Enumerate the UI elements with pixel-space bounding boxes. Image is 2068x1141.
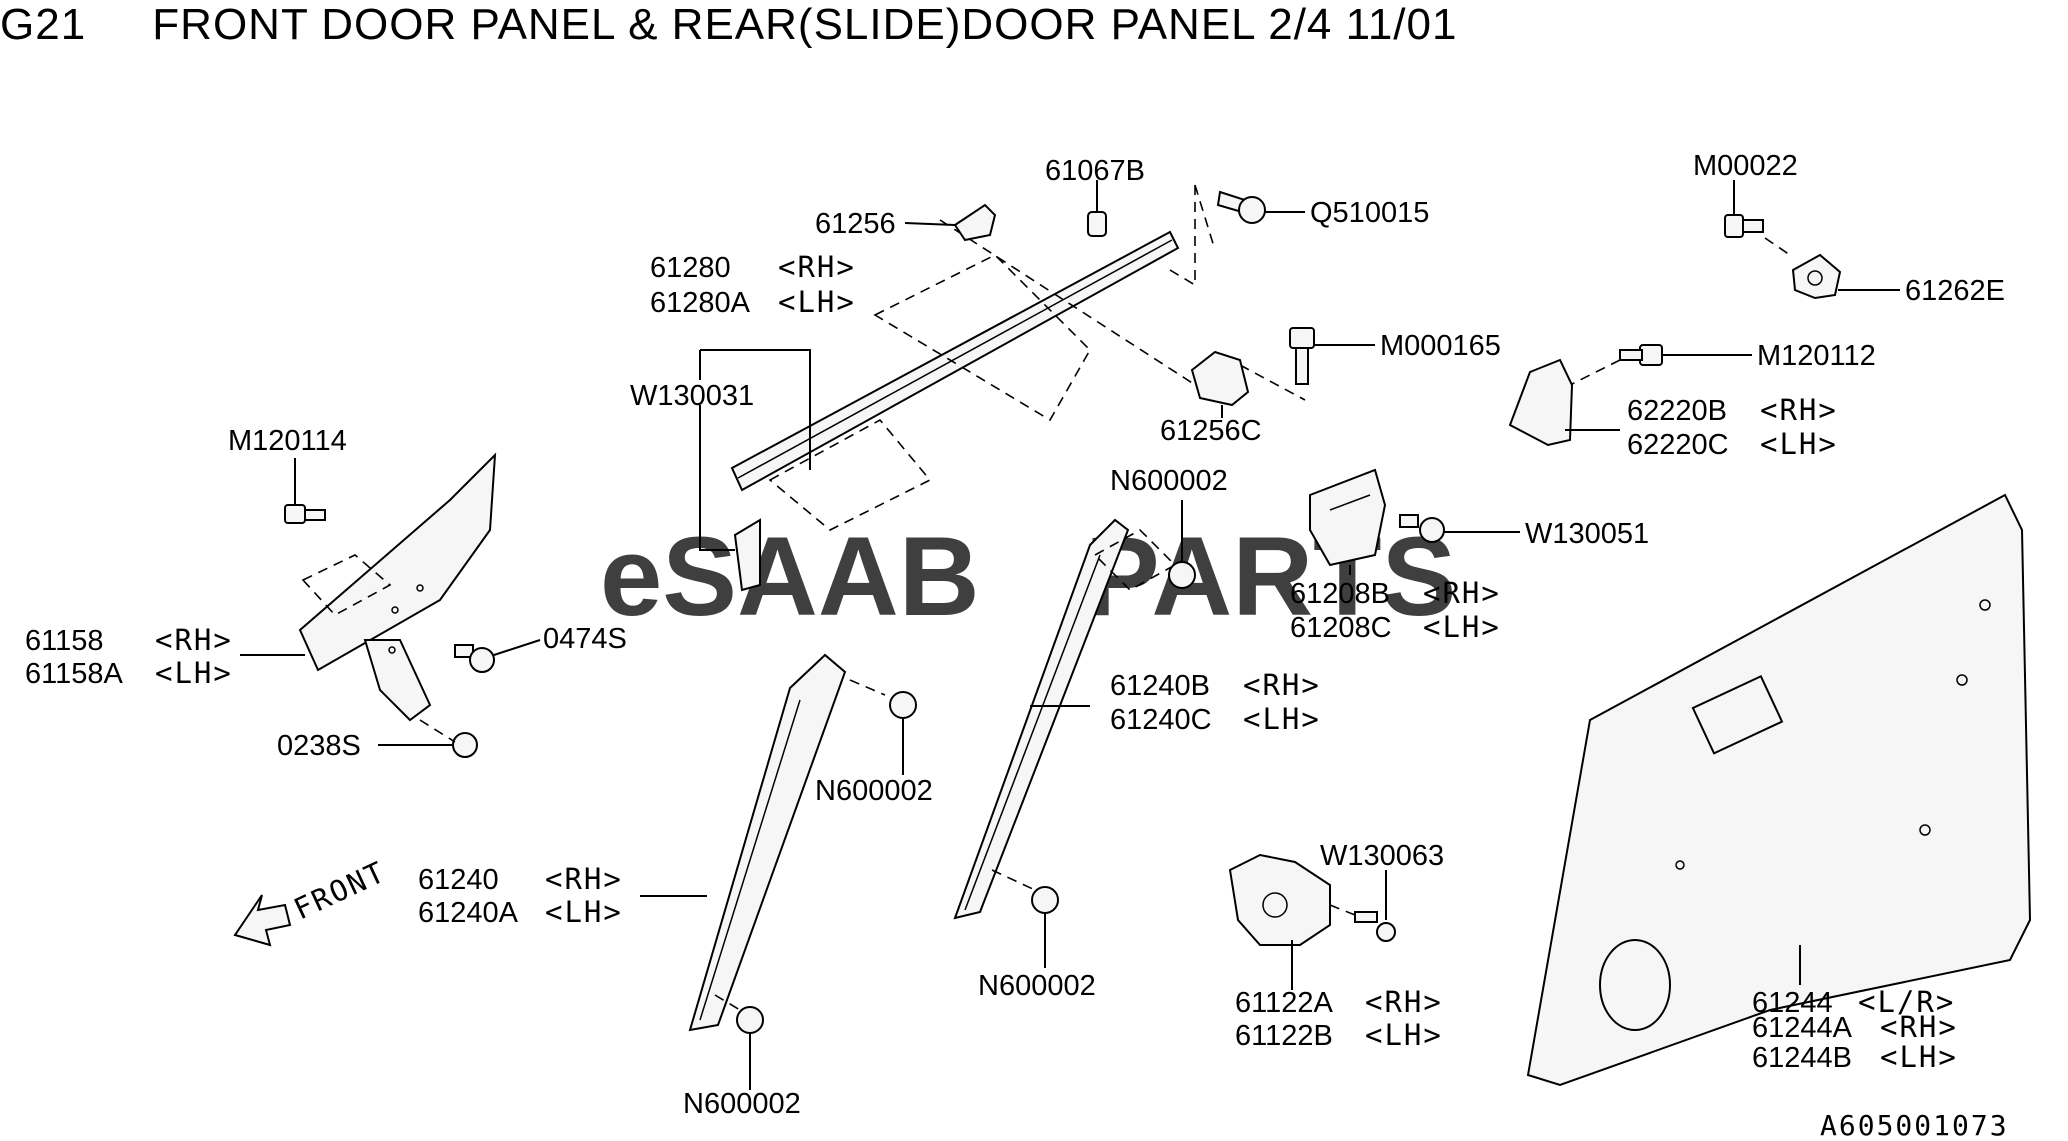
- diagram-title: G21 FRONT DOOR PANEL & REAR(SLIDE)DOOR P…: [0, 0, 1457, 50]
- label-61240A-side: <LH>: [545, 895, 623, 929]
- label-61244B-side: <LH>: [1880, 1040, 1958, 1074]
- label-61244-side: <L/R>: [1858, 985, 1955, 1019]
- label-N600002-bottom: N600002: [683, 1088, 801, 1120]
- label-61122A: 61122A: [1235, 987, 1333, 1019]
- label-M000165: M000165: [1380, 330, 1501, 362]
- label-N600002-right: N600002: [978, 970, 1096, 1002]
- label-0474S: 0474S: [543, 623, 627, 655]
- label-61208C-side: <LH>: [1423, 610, 1501, 644]
- label-62220B-side: <RH>: [1760, 393, 1838, 427]
- label-61208B: 61208B: [1290, 578, 1390, 610]
- label-61158: 61158: [25, 625, 104, 657]
- label-61158-side: <RH>: [155, 623, 233, 657]
- label-61240: 61240: [418, 864, 499, 896]
- diagram-title-text: FRONT DOOR PANEL & REAR(SLIDE)DOOR PANEL…: [152, 0, 1458, 49]
- label-61158A-side: <LH>: [155, 656, 233, 690]
- label-61208C: 61208C: [1290, 612, 1392, 644]
- screws-0474S-0238S: [378, 639, 541, 758]
- label-61244B: 61244B: [1752, 1042, 1852, 1074]
- label-61158A: 61158A: [25, 658, 123, 690]
- label-62220B: 62220B: [1627, 395, 1727, 427]
- label-61240B: 61240B: [1110, 670, 1210, 702]
- nut-61067B: [1087, 180, 1107, 237]
- bracket-61208: [1309, 468, 1520, 575]
- label-W130031: W130031: [630, 380, 754, 412]
- bracket-61262E: [1724, 180, 1900, 300]
- label-61244A-side: <RH>: [1880, 1010, 1958, 1044]
- label-61280-side: <RH>: [778, 250, 856, 284]
- label-W130051: W130051: [1525, 518, 1649, 550]
- label-61240A: 61240A: [418, 897, 519, 929]
- label-61240C-side: <LH>: [1243, 702, 1321, 736]
- channel-61240: [640, 653, 917, 1090]
- label-61240C: 61240C: [1110, 704, 1212, 736]
- bolt-M000165: [1289, 327, 1375, 385]
- label-62220C-side: <LH>: [1760, 427, 1838, 461]
- label-61240B-side: <RH>: [1243, 668, 1321, 702]
- watermark-prefix: eSAAB: [600, 514, 980, 639]
- part-labels: 61067B Q510015 61256 61280 <RH> 61280A <…: [25, 150, 2009, 1141]
- channel-61240B: [953, 500, 1196, 968]
- label-61256: 61256: [815, 208, 896, 240]
- front-label: FRONT: [289, 854, 392, 926]
- regulator-61122: [1228, 853, 1396, 990]
- bracket-62220: [1508, 344, 1752, 447]
- clip-61256: [904, 203, 997, 242]
- label-61244A: 61244A: [1752, 1012, 1853, 1044]
- label-61280A: 61280A: [650, 287, 751, 319]
- screw-Q510015: [1169, 184, 1305, 286]
- figure-reference: A605001073: [1820, 1109, 2009, 1141]
- label-61256C: 61256C: [1160, 415, 1262, 447]
- rail-61280: [730, 219, 1306, 592]
- label-Q510015: Q510015: [1310, 197, 1429, 229]
- label-61122B-side: <LH>: [1365, 1018, 1443, 1052]
- label-M120112: M120112: [1757, 340, 1876, 372]
- label-M120114: M120114: [228, 425, 347, 457]
- label-61244: 61244: [1752, 987, 1833, 1019]
- label-61262E: 61262E: [1905, 275, 2005, 307]
- door-panel-61244: [1526, 493, 2032, 1087]
- watermark-suffix: PARTS: [1085, 514, 1456, 639]
- label-0238S: 0238S: [277, 730, 361, 762]
- label-M00022: M00022: [1693, 150, 1798, 182]
- label-N600002-mid: N600002: [815, 775, 933, 807]
- label-61240-side: <RH>: [545, 862, 623, 896]
- label-62220C: 62220C: [1627, 429, 1729, 461]
- watermark: eSAAB PARTS: [600, 514, 1456, 639]
- front-direction-arrow: FRONT: [233, 854, 392, 947]
- label-61208B-side: <RH>: [1423, 576, 1501, 610]
- label-61280: 61280: [650, 252, 731, 284]
- label-61280A-side: <LH>: [778, 285, 856, 319]
- diagram-code: G21: [0, 0, 87, 49]
- label-61067B: 61067B: [1045, 155, 1145, 187]
- label-W130063: W130063: [1320, 840, 1444, 872]
- label-61122B: 61122B: [1235, 1020, 1333, 1052]
- bracket-61256C: [1190, 350, 1250, 418]
- label-N600002-top: N600002: [1110, 465, 1228, 497]
- label-61122A-side: <RH>: [1365, 985, 1443, 1019]
- corner-61158: [240, 452, 497, 722]
